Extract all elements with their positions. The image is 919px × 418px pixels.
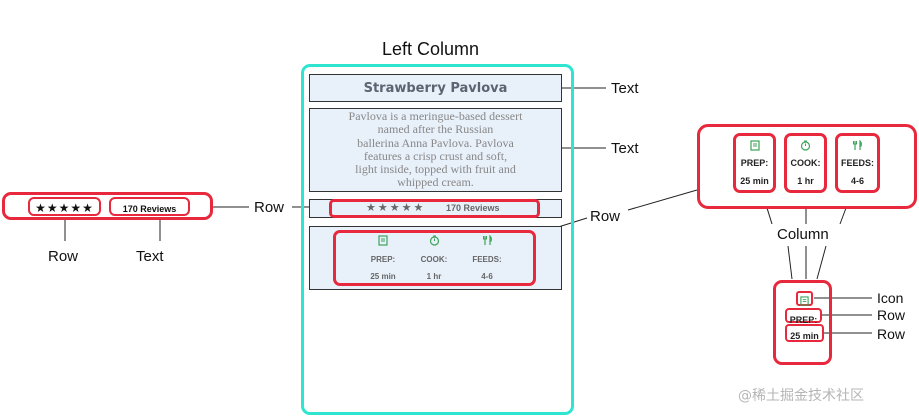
- star-rating: ★★★★★: [35, 201, 94, 215]
- label-row-box: PREP:: [785, 308, 822, 325]
- info-row-expanded: [697, 124, 917, 209]
- feeds-column-box: FEEDS: 4-6: [835, 133, 880, 193]
- info-value: 25 min: [740, 176, 769, 186]
- value-row-box: 25 min: [785, 324, 824, 342]
- description-line: ballerina Anna Pavlova. Pavlova: [357, 135, 514, 150]
- fork-knife-icon: [853, 139, 862, 150]
- info-label: FEEDS:: [472, 255, 502, 264]
- reviews-count: 170 Reviews: [122, 204, 177, 214]
- stars-box: ★★★★★: [28, 197, 101, 216]
- icon-label: Icon: [877, 290, 904, 306]
- info-column-prep: PREP: 25 min: [363, 233, 403, 281]
- description-panel: Pavlova is a meringue-based dessert name…: [309, 108, 562, 192]
- text-label-title: Text: [611, 80, 639, 97]
- info-label: COOK:: [420, 255, 448, 264]
- left-column-outline: [301, 64, 574, 415]
- description-line: light inside, topped with fruit and: [355, 162, 516, 177]
- cook-column-box: COOK: 1 hr: [784, 133, 827, 193]
- text-label-description: Text: [611, 140, 639, 157]
- description-line: whipped cream.: [397, 175, 474, 190]
- row-example-box: [2, 192, 213, 220]
- reviews-box: 170 Reviews: [109, 197, 190, 216]
- info-value: 4-6: [481, 272, 493, 281]
- info-label: FEEDS:: [840, 158, 874, 168]
- info-column-feeds: FEEDS: 4-6: [467, 233, 507, 281]
- fork-knife-icon: [482, 234, 492, 245]
- single-column-box: [773, 280, 832, 365]
- clipboard-icon: [749, 140, 760, 151]
- timer-icon: [800, 140, 811, 151]
- info-label: PREP:: [740, 158, 769, 168]
- recipe-title: Strawberry Pavlova: [363, 81, 508, 96]
- description-line: features a crisp crust and soft,: [363, 148, 508, 163]
- timer-icon: [429, 235, 439, 246]
- rating-stars: ★★★★★: [366, 202, 426, 214]
- column-label: Column: [777, 226, 829, 243]
- description-line: named after the Russian: [377, 122, 494, 137]
- clipboard-icon: [800, 296, 809, 306]
- text-label-left: Text: [136, 248, 164, 265]
- row-label-center: Row: [254, 199, 285, 216]
- info-row-box: [333, 230, 536, 286]
- recipe-title-panel: Strawberry Pavlova: [309, 74, 562, 102]
- row-label-left: Row: [48, 248, 79, 265]
- info-label: PREP:: [370, 255, 396, 264]
- info-column-cook: COOK: 1 hr: [414, 233, 454, 281]
- row-label-prep: Row: [877, 307, 906, 323]
- watermark: @稀土掘金技术社区: [738, 388, 864, 404]
- prep-column-box: PREP: 25 min: [733, 133, 776, 193]
- info-value: 4-6: [850, 176, 864, 186]
- description-text: Pavlova is a meringue-based dessert name…: [310, 109, 561, 190]
- page-title: Left Column: [382, 39, 480, 59]
- description-line: Pavlova is a meringue-based dessert: [348, 109, 523, 123]
- info-value: 25 min: [370, 272, 396, 281]
- info-label: COOK:: [790, 158, 821, 168]
- info-value: 1 hr: [426, 272, 442, 281]
- row-label-info: Row: [590, 208, 621, 225]
- row-label-value: Row: [877, 326, 906, 342]
- icon-box: [796, 291, 813, 306]
- clipboard-icon: [378, 235, 388, 246]
- info-label: PREP:: [789, 315, 818, 325]
- rating-reviews: 170 Reviews: [446, 203, 500, 213]
- rating-row-box: [329, 199, 540, 218]
- info-value: 1 hr: [797, 176, 814, 186]
- info-value: 25 min: [790, 331, 819, 341]
